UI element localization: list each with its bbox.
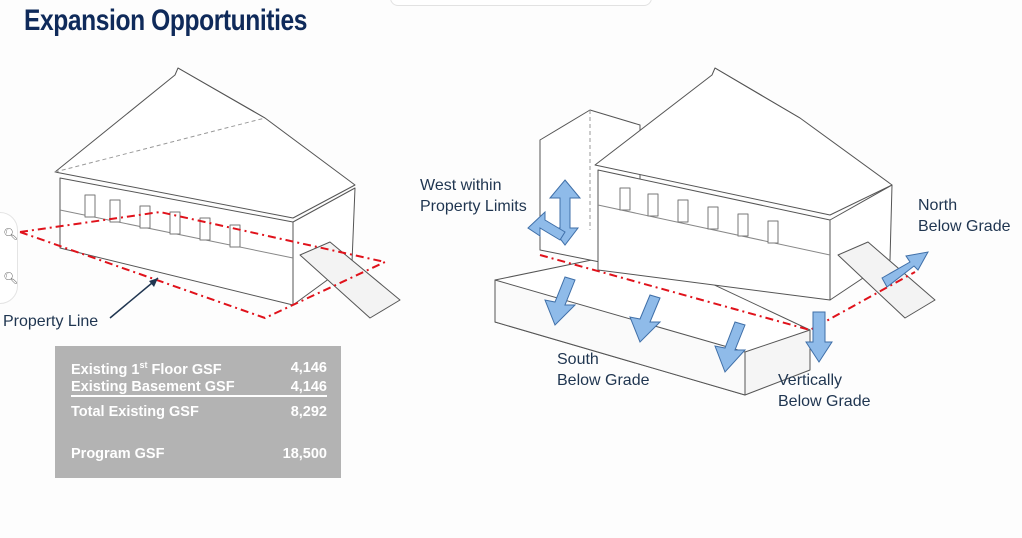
row-label: Existing 1st Floor GSF <box>71 360 222 378</box>
south-arrow-2 <box>629 294 662 343</box>
south-arrow-1 <box>544 276 577 326</box>
table-row: Existing Basement GSF 4,146 <box>71 379 327 397</box>
property-line-pointer <box>109 277 159 319</box>
pointer-arrowhead <box>149 278 158 287</box>
entry-stairs <box>299 241 401 319</box>
south-label-line1: South <box>557 351 599 368</box>
gsf-table: Existing 1st Floor GSF 4,146 Existing Ba… <box>55 346 341 478</box>
property-line-label: Property Line <box>3 313 99 330</box>
existing-building <box>54 67 401 319</box>
row-label: Program GSF <box>71 446 165 462</box>
table-row: Program GSF 18,500 <box>71 446 327 462</box>
west-label-line2: Property Limits <box>420 198 527 215</box>
south-arrow-3 <box>714 321 747 373</box>
north-arrow <box>881 251 929 288</box>
zoom-out-icon[interactable]: 🔍︎ <box>3 271 19 285</box>
property-line <box>19 210 389 320</box>
row-label: Existing Basement GSF <box>71 379 235 395</box>
vertical-arrow <box>805 311 833 363</box>
row-label: Total Existing GSF <box>71 404 199 420</box>
table-row: Existing 1st Floor GSF 4,146 <box>71 360 327 378</box>
row-value: 18,500 <box>282 446 327 462</box>
west-label-line1: West within <box>420 177 502 194</box>
west-arrow <box>527 210 566 241</box>
zoom-controls: 🔍︎ 🔍︎ <box>0 212 18 304</box>
south-label-line2: Below Grade <box>557 372 650 389</box>
row-value: 4,146 <box>290 360 327 376</box>
vertical-label-line2: Below Grade <box>778 393 871 410</box>
zoom-in-icon[interactable]: 🔍︎ <box>3 227 19 241</box>
property-line-right <box>539 254 916 332</box>
north-label-line2: Below Grade <box>918 218 1011 235</box>
north-label-line1: North <box>918 197 958 214</box>
row-value: 4,146 <box>290 379 327 395</box>
table-row: Total Existing GSF 8,292 <box>71 404 327 420</box>
row-value: 8,292 <box>290 404 327 420</box>
vertical-label-line1: Vertically <box>778 372 843 389</box>
building-side-wall <box>829 184 893 301</box>
page-title: Expansion Opportunities <box>24 4 308 37</box>
